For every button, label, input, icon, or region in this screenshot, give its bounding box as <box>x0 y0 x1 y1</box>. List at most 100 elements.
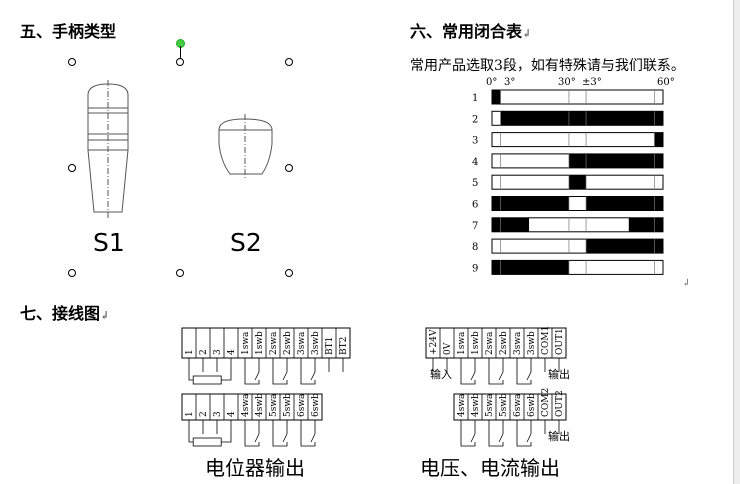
closure-row-3: 3 <box>472 132 664 148</box>
closure-row-9: 9 <box>472 259 664 275</box>
handle-drawing <box>87 80 273 218</box>
resize-handle-tr[interactable] <box>285 58 293 66</box>
switch-contact <box>516 434 532 447</box>
closure-segment <box>492 217 530 232</box>
switch-contact <box>272 434 288 447</box>
resize-handle-tc[interactable] <box>176 58 184 66</box>
closure-segment <box>568 175 587 190</box>
terminal-label-1swb: 1swb <box>471 331 481 355</box>
closure-end-mark: ↲ <box>682 278 690 288</box>
vertical-scrollbar[interactable] <box>733 0 740 484</box>
terminal-label-4swa: 4swa <box>457 393 467 417</box>
terminal-label-OUT1: OUT1 <box>555 328 565 355</box>
switch-blade <box>254 433 260 443</box>
switch-contact <box>460 434 476 447</box>
potentiometer-symbol <box>192 375 222 385</box>
closure-row-label: 2 <box>472 114 478 125</box>
label-output-top: 输出 <box>548 367 570 381</box>
closure-row-8: 8 <box>472 238 664 254</box>
switch-blade <box>498 371 504 381</box>
switch-blade <box>282 433 288 443</box>
switch-blade <box>310 371 316 381</box>
switch-contact <box>488 434 504 447</box>
closure-segment <box>492 196 569 211</box>
closure-segment <box>628 217 663 232</box>
switch-blade <box>526 371 532 381</box>
closure-row-label: 9 <box>472 263 478 274</box>
closure-segment <box>492 260 569 275</box>
caption-pot-output: 电位器输出 <box>205 456 305 480</box>
terminal-label-1swa: 1swa <box>457 331 467 355</box>
terminal-label-OUT2: OUT2 <box>555 390 565 417</box>
terminal-label-6swb: 6swb <box>527 393 537 417</box>
section7-title: 七、接线图↲ <box>20 304 110 323</box>
terminal-label-BT2: BT2 <box>339 337 349 355</box>
terminal-label-BT1: BT1 <box>325 337 335 355</box>
switch-contact <box>244 372 260 385</box>
terminal-label-1: 1 <box>185 411 195 417</box>
section6-title: 六、常用闭合表↲ <box>410 22 532 41</box>
resize-handle-br[interactable] <box>285 269 293 277</box>
switch-blade <box>470 371 476 381</box>
resize-handle-ml[interactable] <box>68 164 76 172</box>
angle-label-pm3: ±3° <box>582 77 602 88</box>
rotate-handle-stem <box>180 46 181 59</box>
terminal-label-6swa: 6swa <box>297 393 307 417</box>
handle-s1-drawing <box>87 80 129 218</box>
handle-s1-label: S1 <box>93 228 125 257</box>
switch-contact <box>516 372 532 385</box>
switch-contact <box>244 434 260 447</box>
angle-label-30: 30° <box>558 77 576 88</box>
terminal-label-5swa: 5swa <box>269 393 279 417</box>
terminal-label-2: 2 <box>199 349 209 355</box>
resize-handle-bl[interactable] <box>68 269 76 277</box>
closure-row-7: 7 <box>472 217 664 233</box>
pot-wire <box>188 434 194 443</box>
closure-angle-labels: 0° 3° 30° ±3° 60° <box>486 77 675 88</box>
terminal-label-3: 3 <box>213 411 223 417</box>
terminal-label-3swa: 3swa <box>297 331 307 355</box>
terminal-label-4swb: 4swb <box>471 393 481 417</box>
closure-row-label: 7 <box>472 221 478 232</box>
pot-wire <box>221 434 232 443</box>
closure-row-label: 5 <box>472 178 478 189</box>
terminal-label-2swb: 2swb <box>499 331 509 355</box>
terminal-label-2swa: 2swa <box>485 331 495 355</box>
terminal-label-0V: 0V <box>443 342 453 355</box>
terminal-label-2swa: 2swa <box>269 331 279 355</box>
terminal-label-1swb: 1swb <box>255 331 265 355</box>
terminal-label-2: 2 <box>199 411 209 417</box>
closure-segment <box>492 90 501 104</box>
terminal-label-3swb: 3swb <box>311 331 321 355</box>
switch-contact <box>460 372 476 385</box>
closure-row-frame <box>491 89 664 105</box>
terminal-label-+24V: +24V <box>429 329 439 355</box>
angle-label-60: 60° <box>657 77 675 88</box>
terminal-label-3swb: 3swb <box>527 331 537 355</box>
closure-row-label: 4 <box>472 157 478 168</box>
switch-contact <box>488 372 504 385</box>
closure-row-1: 1 <box>472 89 664 105</box>
terminal-label-6swa: 6swa <box>513 393 523 417</box>
switch-contact <box>272 372 288 385</box>
handle-drawing-frame[interactable]: S1 S2 <box>72 62 290 274</box>
closure-segment <box>586 239 663 254</box>
terminal-label-5swb: 5swb <box>283 393 293 417</box>
switch-blade <box>526 433 532 443</box>
terminal-label-4: 4 <box>227 349 237 355</box>
switch-blade <box>310 433 316 443</box>
terminal-label-6swb: 6swb <box>311 393 321 417</box>
closure-row-label: 3 <box>472 136 478 147</box>
switch-blade <box>498 433 504 443</box>
resize-handle-bc[interactable] <box>176 269 184 277</box>
closure-row-5: 5 <box>472 174 664 190</box>
terminal-label-4swb: 4swb <box>255 393 265 417</box>
terminal-label-4swa: 4swa <box>241 393 251 417</box>
resize-handle-tl[interactable] <box>68 58 76 66</box>
switch-contact <box>300 434 316 447</box>
handle-s2-label: S2 <box>230 228 262 257</box>
resize-handle-mr[interactable] <box>285 164 293 172</box>
